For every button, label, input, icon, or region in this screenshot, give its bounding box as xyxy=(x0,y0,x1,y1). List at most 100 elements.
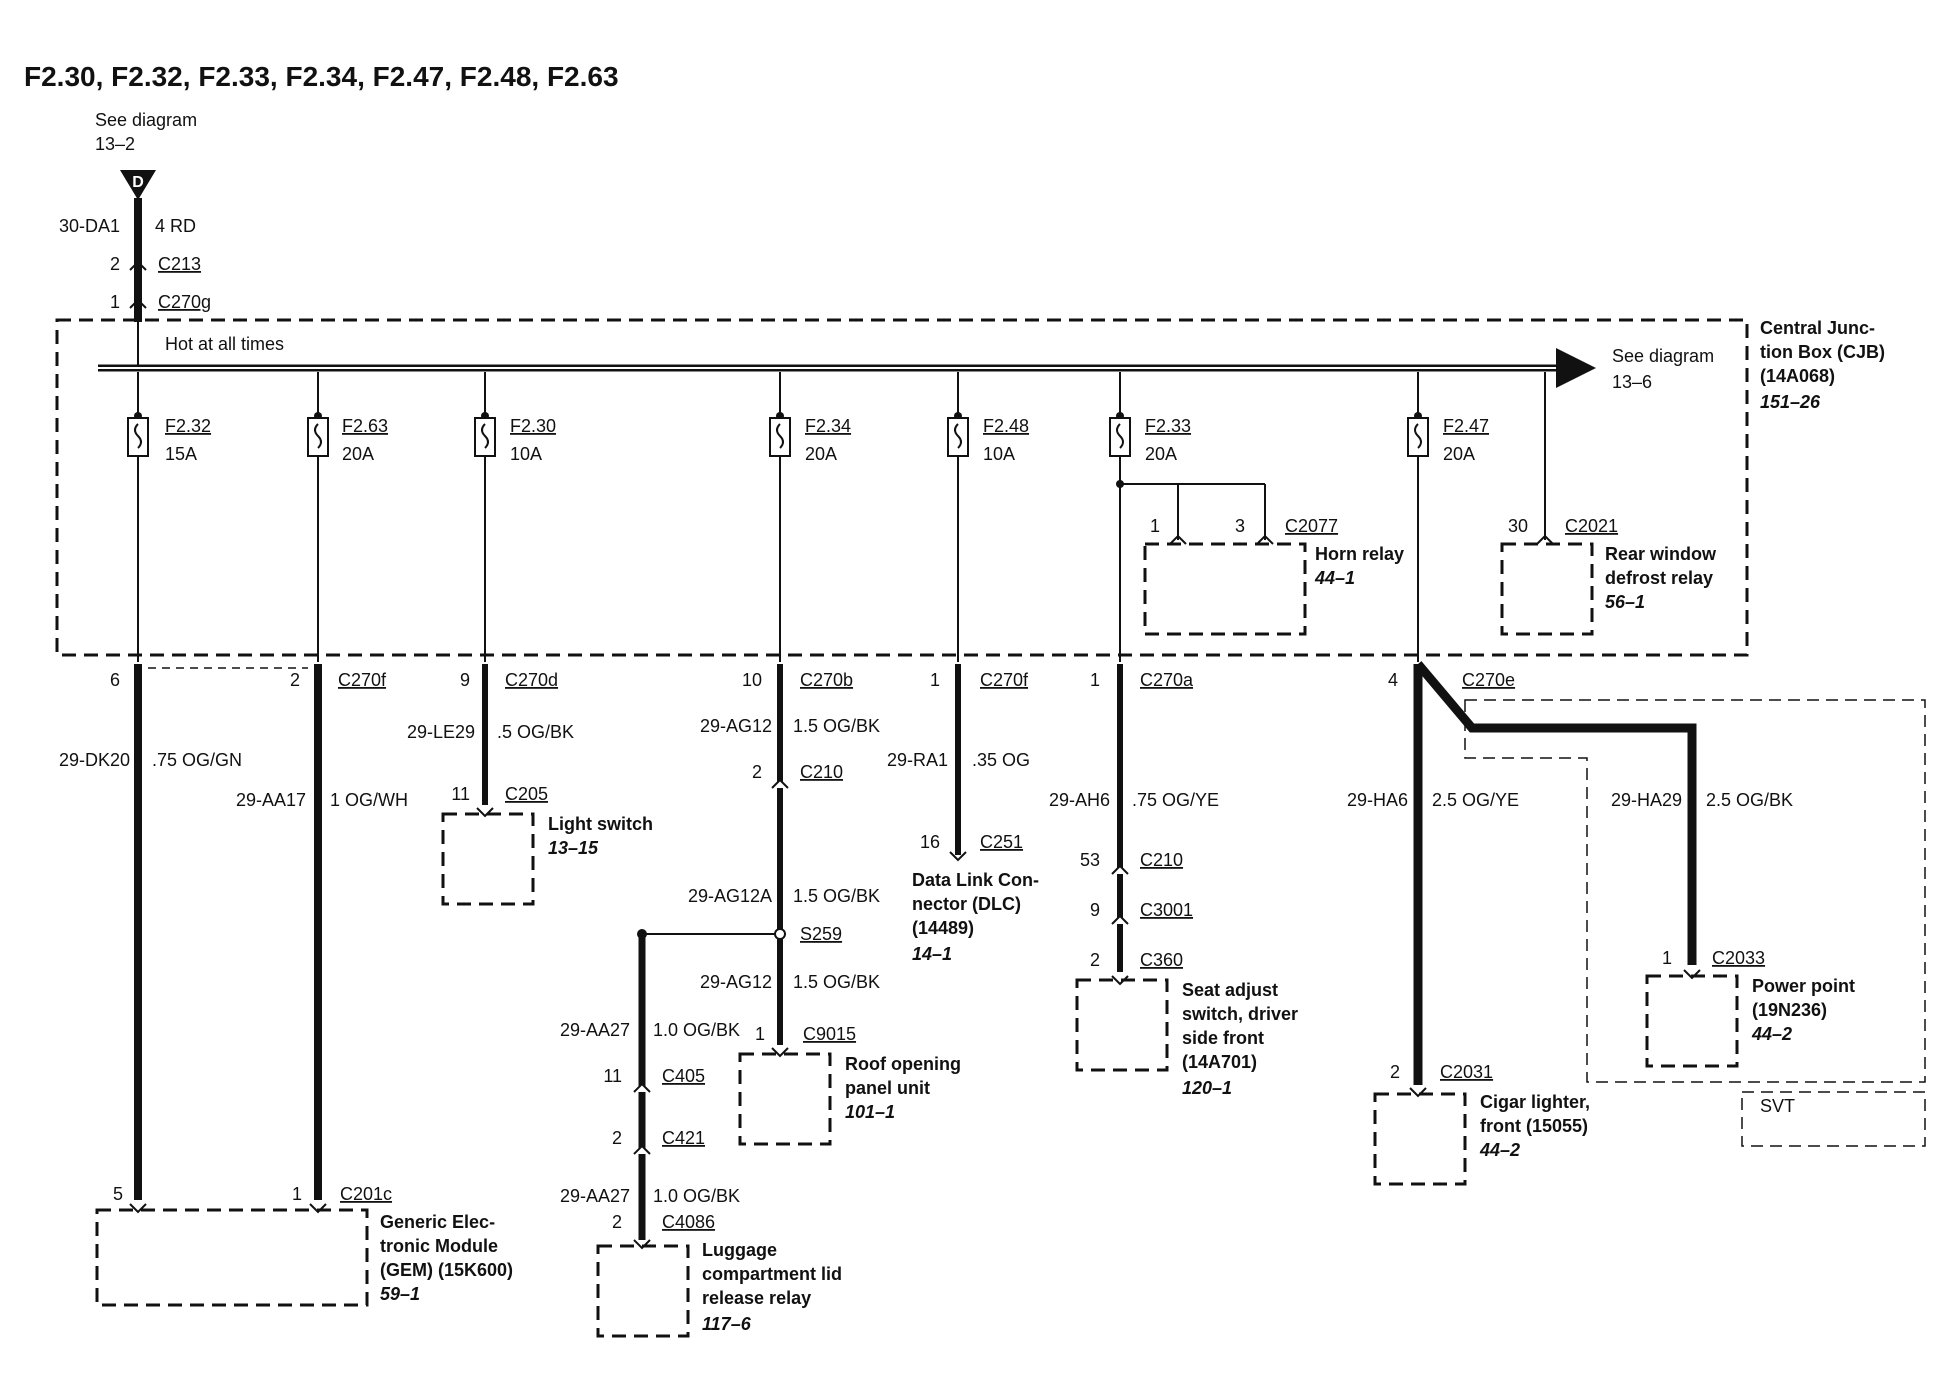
branch5-circuit: 29-RA1 xyxy=(887,750,948,770)
seat-name-2: switch, driver xyxy=(1182,1004,1298,1024)
light-switch-connector: C205 xyxy=(505,784,548,804)
c270g-pin: 1 xyxy=(110,292,120,312)
light-switch-ref: 13–15 xyxy=(548,838,599,858)
fuse-icon xyxy=(776,423,784,449)
branch7-wire2: 2.5 OG/BK xyxy=(1706,790,1793,810)
seat-name-3: side front xyxy=(1182,1028,1264,1048)
fuse-column-f2-34: F2.34 20A xyxy=(769,372,851,662)
cjb-see-diagram: See diagram xyxy=(1612,346,1714,366)
power-point-name-2: (19N236) xyxy=(1752,1000,1827,1020)
dlc-name-1: Data Link Con- xyxy=(912,870,1039,890)
c421-pin: 2 xyxy=(612,1128,622,1148)
branch4-circuit: 29-AG12 xyxy=(700,716,772,736)
horn-relay: 1 3 C2077 Horn relay 44–1 xyxy=(1116,480,1404,636)
dlc-connector: C251 xyxy=(980,832,1023,852)
roof-ref: 101–1 xyxy=(845,1102,895,1122)
c4086-connector: C4086 xyxy=(662,1212,715,1232)
source-marker-icon xyxy=(120,170,156,200)
branch-roof-luggage: 10 C270b 29-AG12 1.5 OG/BK 2 C210 29-AG1… xyxy=(560,664,961,1338)
defrost-ref: 56–1 xyxy=(1605,592,1645,612)
lug-name-2: compartment lid xyxy=(702,1264,842,1284)
c3001-connector: C3001 xyxy=(1140,900,1193,920)
fuse-column-f2-30: F2.30 10A xyxy=(474,372,556,662)
gem-connector: C201c xyxy=(340,1184,392,1204)
horn-relay-name: Horn relay xyxy=(1315,544,1404,564)
branch7-circuit2: 29-HA29 xyxy=(1611,790,1682,810)
horn-pin-1: 1 xyxy=(1150,516,1160,536)
cjb-name-1: Central Junc- xyxy=(1760,318,1875,338)
fuse-amp: 20A xyxy=(1145,444,1177,464)
c2031-connector: C2031 xyxy=(1440,1062,1493,1082)
roof-name-1: Roof opening xyxy=(845,1054,961,1074)
branch-dlc: 1 C270f 29-RA1 .35 OG 16 C251 Data Link … xyxy=(887,664,1039,964)
branch6-pin: 1 xyxy=(1090,670,1100,690)
fuse-amp: 10A xyxy=(510,444,542,464)
fuse-icon xyxy=(954,423,962,449)
branch1-pin: 6 xyxy=(110,670,120,690)
fuse-column-f2-47: F2.47 20A xyxy=(1407,372,1489,662)
lighter-name-1: Cigar lighter, xyxy=(1480,1092,1590,1112)
defrost-pin: 30 xyxy=(1508,516,1528,536)
branch4-connector: C270b xyxy=(800,670,853,690)
c213-pin: 2 xyxy=(110,254,120,274)
branch5-pin: 1 xyxy=(930,670,940,690)
branch4-wire3: 1.5 OG/BK xyxy=(793,972,880,992)
branch-seat-switch: 1 C270a 29-AH6 .75 OG/YE 53 C210 9 C3001… xyxy=(1049,664,1298,1098)
dlc-pin: 16 xyxy=(920,832,940,852)
gem-name-3: (GEM) (15K600) xyxy=(380,1260,513,1280)
splice-s259: S259 xyxy=(800,924,842,944)
fuse-icon xyxy=(1414,423,1422,449)
branch2-pin: 2 xyxy=(290,670,300,690)
fuse-icon xyxy=(134,423,142,449)
branch-lighter-power: 4 C270e 29-HA6 2.5 OG/YE 2 C2031 Cigar l… xyxy=(1347,661,1926,1186)
page-title: F2.30, F2.32, F2.33, F2.34, F2.47, F2.48… xyxy=(24,61,619,92)
branch6-connector: C270a xyxy=(1140,670,1194,690)
hot-at-all-times-label: Hot at all times xyxy=(165,334,284,354)
c270g-connector: C270g xyxy=(158,292,211,312)
fuse-id: F2.47 xyxy=(1443,416,1489,436)
power-point-ref: 44–2 xyxy=(1751,1024,1792,1044)
source-ref-label: See diagram xyxy=(95,110,197,130)
seat-c210: C210 xyxy=(1140,850,1183,870)
fuse-column-f2-48: F2.48 10A xyxy=(947,372,1029,662)
c360-connector: C360 xyxy=(1140,950,1183,970)
fuse-amp: 20A xyxy=(342,444,374,464)
branch7-wire: 2.5 OG/YE xyxy=(1432,790,1519,810)
fuse-id: F2.48 xyxy=(983,416,1029,436)
lug-name-1: Luggage xyxy=(702,1240,777,1260)
source-marker-letter: D xyxy=(132,174,144,191)
cjb-see-diagram-number: 13–6 xyxy=(1612,372,1652,392)
gem-name-2: tronic Module xyxy=(380,1236,498,1256)
lighter-name-2: front (15055) xyxy=(1480,1116,1588,1136)
branch3-pin: 9 xyxy=(460,670,470,690)
fuse-amp: 10A xyxy=(983,444,1015,464)
branch6-wire: .75 OG/YE xyxy=(1132,790,1219,810)
svt-box xyxy=(1741,1091,1926,1147)
c3001-pin: 9 xyxy=(1090,900,1100,920)
fuse-icon xyxy=(481,423,489,449)
branch-light-switch: 9 C270d 29-LE29 .5 OG/BK 11 C205 Light s… xyxy=(407,664,653,906)
roof-pin: 1 xyxy=(755,1024,765,1044)
branch2-connector: C270f xyxy=(338,670,387,690)
feed-circuit: 30-DA1 xyxy=(59,216,120,236)
feed-wire-size: 4 RD xyxy=(155,216,196,236)
cjb-box xyxy=(55,318,1749,657)
c213-connector: C213 xyxy=(158,254,201,274)
horn-connector: C2077 xyxy=(1285,516,1338,536)
defrost-relay: 30 C2021 Rear window defrost relay 56–1 xyxy=(1500,372,1717,636)
cjb-name-2: tion Box (CJB) xyxy=(1760,342,1885,362)
seat-name-1: Seat adjust xyxy=(1182,980,1278,1000)
cjb-name-3: (14A068) xyxy=(1760,366,1835,386)
branch4-circuit2: 29-AG12A xyxy=(688,886,772,906)
branch-gem: 6 29-DK20 .75 OG/GN 2 C270f 29-AA17 1 OG… xyxy=(59,664,513,1307)
gem-pin-5: 5 xyxy=(113,1184,123,1204)
branch1-wire: .75 OG/GN xyxy=(152,750,242,770)
fuse-id: F2.30 xyxy=(510,416,556,436)
defrost-name-1: Rear window xyxy=(1605,544,1717,564)
power-point-name-1: Power point xyxy=(1752,976,1855,996)
defrost-name-2: defrost relay xyxy=(1605,568,1713,588)
fuse-id: F2.33 xyxy=(1145,416,1191,436)
branch4-c210-pin: 2 xyxy=(752,762,762,782)
c360-pin: 2 xyxy=(1090,950,1100,970)
